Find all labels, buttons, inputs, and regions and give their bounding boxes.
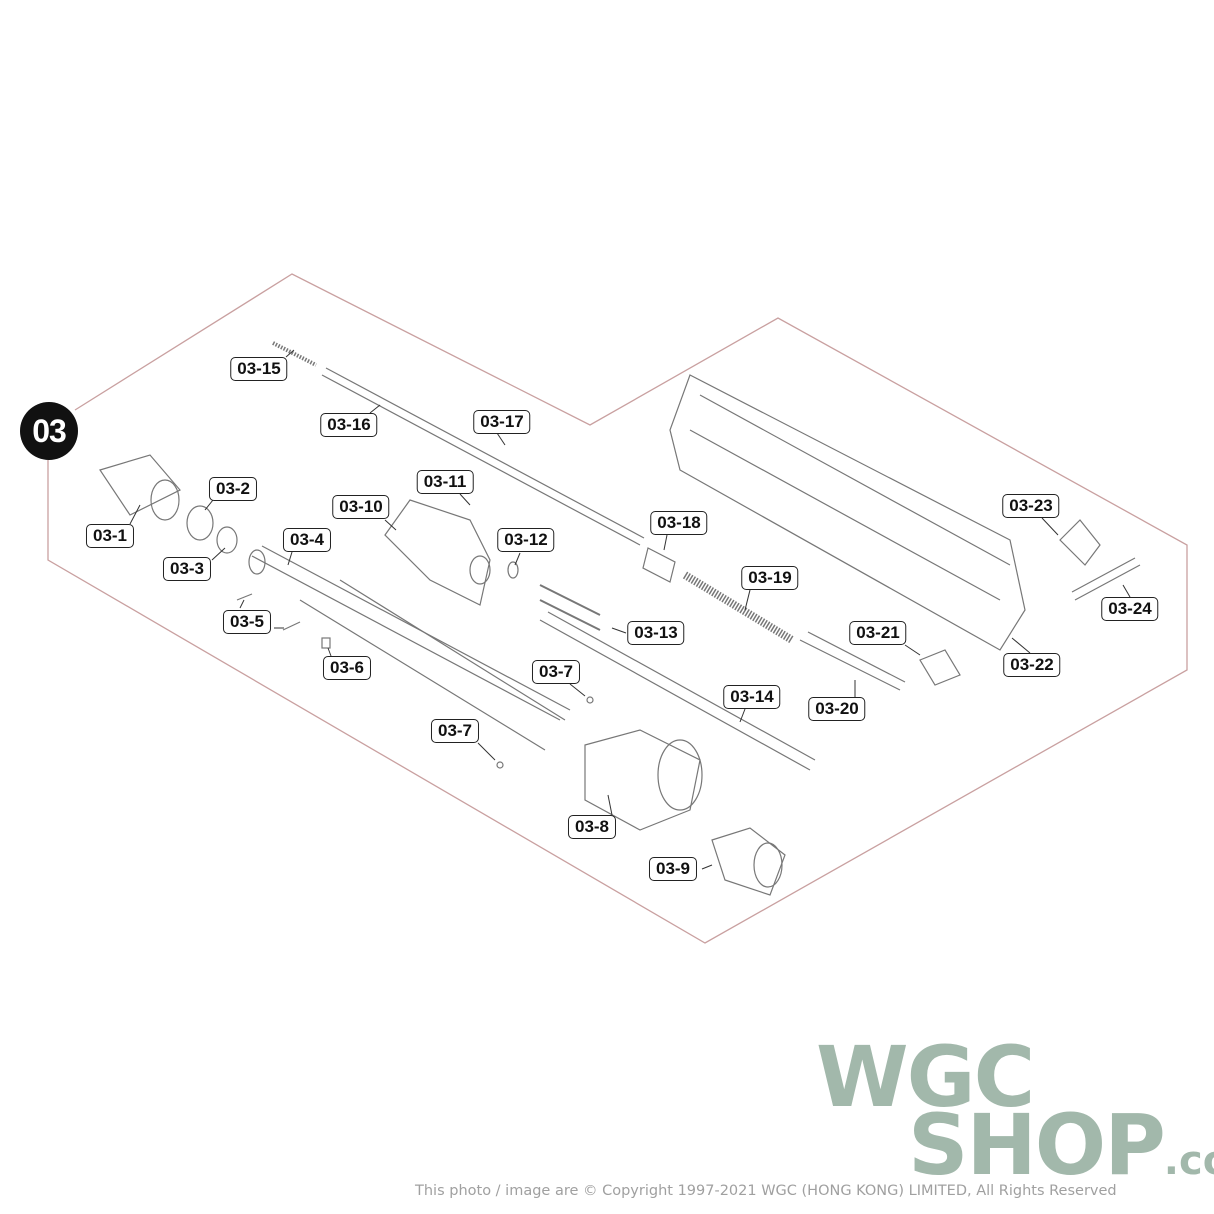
part-label: 03-7 — [531, 660, 581, 684]
part-label: 03-17 — [473, 410, 531, 434]
part-outer-barrel — [299, 579, 566, 751]
part-gas-block — [384, 499, 491, 606]
logo-shop: SHOP — [908, 1096, 1166, 1194]
copyright-notice: This photo / image are © Copyright 1997-… — [415, 1183, 1117, 1199]
part-oring-12 — [507, 561, 519, 579]
part-handguard — [669, 374, 1026, 651]
part-screw-24 — [1071, 557, 1141, 601]
part-label: 03-11 — [416, 470, 474, 494]
section-number-badge: 03 — [20, 402, 78, 460]
part-label: 03-12 — [497, 528, 555, 552]
part-label: 03-21 — [849, 621, 907, 645]
part-op-rod — [539, 611, 816, 771]
part-label: 03-18 — [650, 511, 708, 535]
part-pin-5b — [282, 621, 301, 631]
leader-lines — [129, 349, 1131, 870]
part-label: 03-22 — [1003, 653, 1061, 677]
part-label: 03-1 — [85, 524, 135, 548]
section-border — [47, 273, 1188, 944]
part-ring-2 — [186, 505, 214, 541]
part-screw-6 — [321, 637, 331, 649]
part-sleeve-8 — [584, 729, 701, 831]
part-label: 03-7 — [430, 719, 480, 743]
part-sleeve-18 — [642, 547, 676, 583]
part-label: 03-9 — [648, 857, 698, 881]
logo-suffix: .com — [1163, 1138, 1214, 1184]
part-label: 03-13 — [627, 621, 685, 645]
part-label: 03-2 — [208, 477, 258, 501]
part-barrel — [251, 545, 571, 721]
part-label: 03-5 — [222, 610, 272, 634]
part-screw-7a — [586, 696, 594, 704]
part-label: 03-20 — [808, 697, 866, 721]
wgc-logo-line2: SHOP.com — [908, 1100, 1214, 1206]
part-9 — [711, 827, 786, 896]
part-label: 03-3 — [162, 557, 212, 581]
wgc-logo-line1: WGC — [816, 1028, 1035, 1126]
part-label: 03-23 — [1002, 494, 1060, 518]
parts — [99, 341, 1141, 896]
part-label: 03-14 — [723, 685, 781, 709]
part-label: 03-6 — [322, 656, 372, 680]
part-label: 03-24 — [1101, 597, 1159, 621]
part-guide-20 — [799, 631, 906, 691]
part-ring-3 — [216, 526, 238, 554]
part-label: 03-16 — [320, 413, 378, 437]
part-label: 03-10 — [332, 495, 390, 519]
part-barrel-thread — [248, 549, 266, 575]
part-flash-hider-end — [150, 479, 180, 521]
part-block-21 — [919, 649, 961, 686]
part-rod-16 — [321, 367, 645, 546]
part-label: 03-15 — [230, 357, 288, 381]
part-23 — [1059, 519, 1101, 566]
part-spring-15 — [272, 341, 317, 367]
part-flash-hider — [99, 454, 181, 516]
part-label: 03-4 — [282, 528, 332, 552]
part-screw-7b — [496, 761, 504, 769]
part-label: 03-19 — [741, 566, 799, 590]
part-pin-5a — [236, 593, 253, 601]
part-label: 03-8 — [567, 815, 617, 839]
part-piston — [539, 584, 601, 631]
